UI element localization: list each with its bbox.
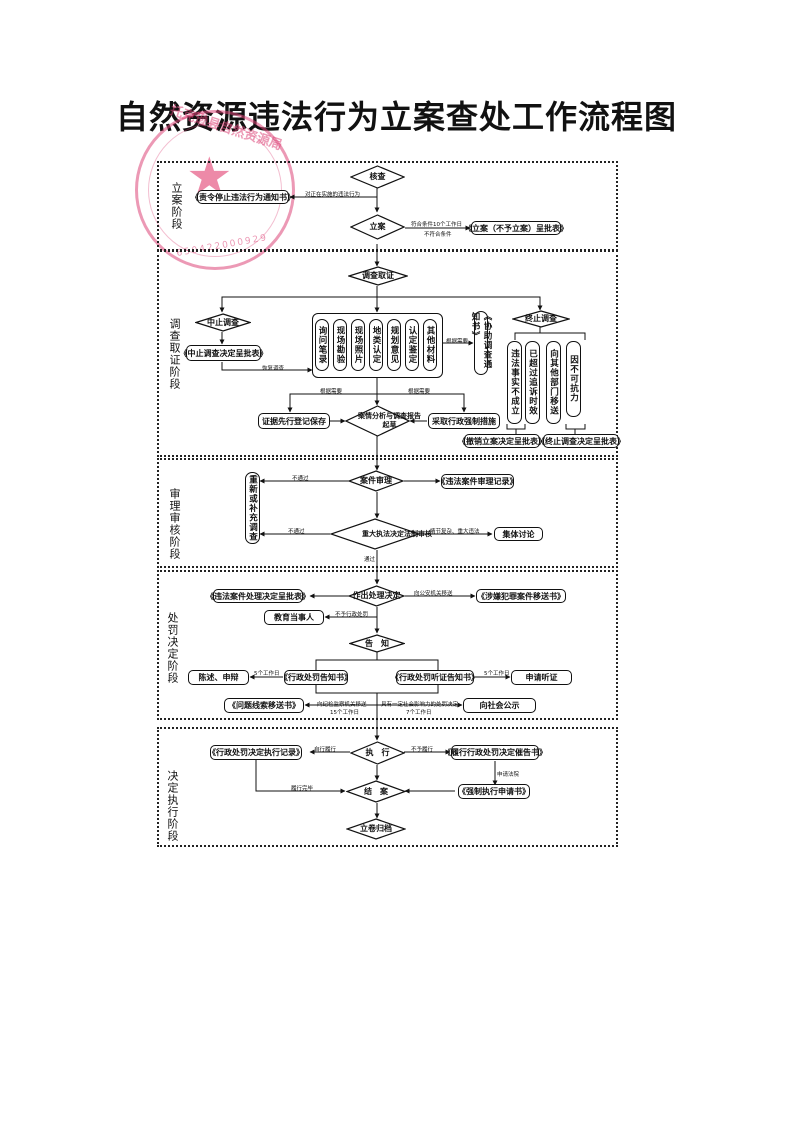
terminate-reason: 因不可抗力 [566, 341, 581, 417]
label-complex: 情节复杂、重大违法 [430, 529, 480, 535]
evidence-item: 规划意见 [387, 319, 401, 371]
node-close: 结 案 [346, 780, 406, 803]
doc-trial-record: 《违法案件审理记录》 [438, 474, 518, 489]
label-no-penalty: 不予行政处罚 [335, 612, 369, 618]
label-done: 履行完毕 [291, 786, 314, 792]
node-trial: 案件审理 [348, 470, 404, 492]
evidence-item: 地类认定 [369, 319, 383, 371]
terminate-reason: 已超过追诉时效 [525, 341, 540, 424]
label-trial-fail: 不通过 [292, 476, 309, 482]
page-title: 自然资源违法行为立案查处工作流程图 [115, 98, 677, 136]
node-investigate: 调查取证 [348, 266, 408, 286]
stage-review [157, 458, 618, 568]
label-days5-defense: 5个工作日 [254, 671, 280, 677]
stage-label-penalty: 处罚决定阶段 [166, 612, 179, 684]
node-analysis: 案情分析与调查报告起草 [345, 405, 421, 437]
node-close-label: 结 案 [364, 786, 388, 796]
node-legal-review: 重大执法决定法制审核 [330, 518, 432, 550]
label-as-needed-enforce: 根据需要 [408, 389, 431, 395]
node-archive-label: 立卷归档 [360, 824, 392, 833]
node-file: 立案 [350, 214, 405, 240]
node-execute-label: 执 行 [365, 748, 390, 757]
node-trial-label: 案件审理 [360, 476, 392, 485]
doc-penalty-notice: 《行政处罚告知书》 [280, 670, 352, 685]
doc-urge-form: 《履行行政处罚决定催告书》 [443, 745, 547, 760]
label-days15: 15个工作日 [330, 710, 359, 716]
doc-hearing-notice: 《行政处罚听证告知书》 [391, 670, 479, 685]
stage-label-execution: 决定执行阶段 [166, 770, 179, 842]
box-hearing: 申请听证 [511, 670, 572, 685]
box-enforce: 采取行政强制措施 [428, 413, 500, 429]
doc-order-stop: 《责令停止违法行为通知书》 [191, 190, 295, 204]
stage-label-review: 审理审核阶段 [168, 488, 181, 560]
node-terminate: 终止调查 [512, 310, 570, 328]
node-file-label: 立案 [369, 222, 386, 231]
label-days7: 7个工作日 [406, 710, 432, 716]
doc-force-form: 《强制执行申请书》 [458, 784, 530, 799]
doc-assist-notice: 《协助调查通知书》 [470, 311, 492, 375]
doc-file-form: 《立案（不予立案）呈批表》 [464, 221, 568, 235]
stage-investigation [157, 250, 618, 457]
node-check-label: 核查 [369, 172, 386, 181]
doc-suspend-form: 《中止调查决定呈批表》 [180, 345, 268, 361]
label-public-condition: 具有一定社会影响力的处罚决定 [381, 702, 459, 708]
node-notify: 告 知 [349, 634, 405, 653]
box-educate: 教育当事人 [264, 610, 324, 625]
stage-label-filing: 立案阶段 [170, 182, 183, 230]
node-execute: 执 行 [350, 741, 405, 765]
label-apply-court: 申请法院 [497, 772, 520, 778]
doc-revoke-form: 《撤销立案决定呈批表》 [458, 434, 546, 448]
label-to-police: 向公安机关移送 [414, 591, 453, 597]
evidence-item: 认定鉴定 [405, 319, 419, 371]
doc-transfer-form: 《涉嫌犯罪案件移送书》 [476, 589, 566, 603]
stage-execution [157, 727, 618, 847]
node-analysis-text: 案情分析与调查报告起草 [358, 412, 421, 429]
doc-terminate-form: 《终止调查决定呈批表》 [537, 434, 625, 448]
box-defense: 陈述、申辩 [188, 670, 249, 685]
label-to-discipline: 向纪检监察机关移送 [317, 702, 367, 708]
label-file-no: 不符合条件 [424, 232, 452, 238]
node-terminate-label: 终止调查 [525, 314, 557, 323]
node-suspend-label: 中止调查 [207, 317, 239, 327]
evidence-item: 现场勘验 [333, 319, 347, 371]
label-as-needed-assist: 根据需要 [446, 339, 469, 345]
label-file-yes: 符合条件10个工作日 [411, 222, 462, 228]
stage-penalty [157, 570, 618, 720]
doc-clue-form: 《问题线索移送书》 [224, 698, 304, 713]
box-publicize: 向社会公示 [463, 698, 536, 713]
doc-decision-form: 《违法案件处理决定呈批表》 [206, 589, 310, 603]
stage-label-investigation: 调查取证阶段 [168, 318, 181, 390]
label-resume: 恢复调查 [262, 366, 285, 372]
node-suspend: 中止调查 [195, 313, 251, 332]
node-legal-review-label: 重大执法决定法制审核 [330, 518, 464, 550]
box-reinvestigate: 重新或补充调查 [245, 472, 260, 544]
evidence-item: 现场照片 [351, 319, 365, 371]
node-legal-review-text: 重大执法决定法制审核 [362, 529, 432, 538]
node-investigate-label: 调查取证 [362, 271, 394, 280]
evidence-item: 其他材料 [423, 319, 437, 371]
label-pass: 通过 [364, 557, 376, 563]
label-not-exec: 不予履行 [411, 747, 434, 753]
box-collective: 集体讨论 [494, 527, 543, 541]
node-decision-label: 作出处理决定 [352, 591, 401, 600]
doc-exec-record: 《行政处罚决定执行记录》 [208, 745, 304, 760]
label-order-stop-condition: 对正在实施的违法行为 [305, 192, 361, 198]
node-check: 核查 [350, 165, 405, 189]
evidence-item: 询问笔录 [315, 319, 329, 371]
terminate-reason: 违法事实不成立 [507, 341, 522, 424]
label-self-exec: 自行履行 [314, 747, 337, 753]
label-days5-hearing: 5个工作日 [484, 671, 510, 677]
label-legal-fail: 不通过 [288, 529, 305, 535]
node-decision: 作出处理决定 [348, 585, 405, 607]
node-notify-label: 告 知 [365, 638, 389, 648]
node-archive: 立卷归档 [346, 818, 406, 840]
label-as-needed-preserve: 根据需要 [320, 389, 343, 395]
node-analysis-label: 案情分析与调查报告起草 [345, 405, 434, 437]
box-preserve: 证据先行登记保存 [258, 413, 330, 429]
terminate-reason: 向其他部门移送 [546, 341, 561, 424]
